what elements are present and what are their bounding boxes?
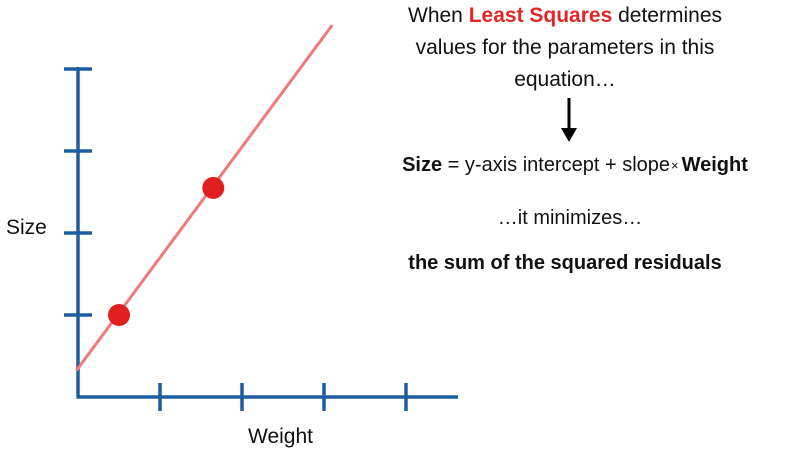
least-squares-highlight: Least Squares	[468, 4, 613, 27]
equation-lhs: Size	[402, 154, 443, 176]
intro-line-3: equation…	[514, 68, 616, 91]
slope-term: slope	[622, 154, 671, 176]
y-axis-label: Size	[6, 216, 47, 239]
axes	[64, 67, 458, 411]
equation: Size = y-axis intercept + slope×Weight	[340, 154, 804, 177]
objective-text: the sum of the squared residuals	[408, 252, 722, 274]
minimizes-text: …it minimizes…	[497, 207, 643, 229]
intro-line-2: values for the parameters in this	[415, 36, 715, 59]
equation-rhs: Weight	[681, 154, 748, 176]
data-point	[108, 304, 130, 326]
x-axis-label: Weight	[248, 425, 313, 448]
data-point	[202, 176, 225, 199]
equals-sign: =	[442, 154, 465, 176]
intro-text: When Least Squares determines values for…	[360, 0, 770, 96]
scatter-plot	[64, 24, 458, 411]
times-sign: ×	[671, 158, 679, 173]
data-points	[108, 176, 225, 326]
intro-suffix: determines	[612, 4, 722, 27]
intercept-term: y-axis intercept	[464, 154, 600, 176]
plus-sign: +	[599, 154, 623, 176]
intro-prefix: When	[408, 4, 469, 27]
intro-line-1: When Least Squares determines	[360, 0, 770, 32]
down-arrow-icon	[561, 98, 577, 142]
